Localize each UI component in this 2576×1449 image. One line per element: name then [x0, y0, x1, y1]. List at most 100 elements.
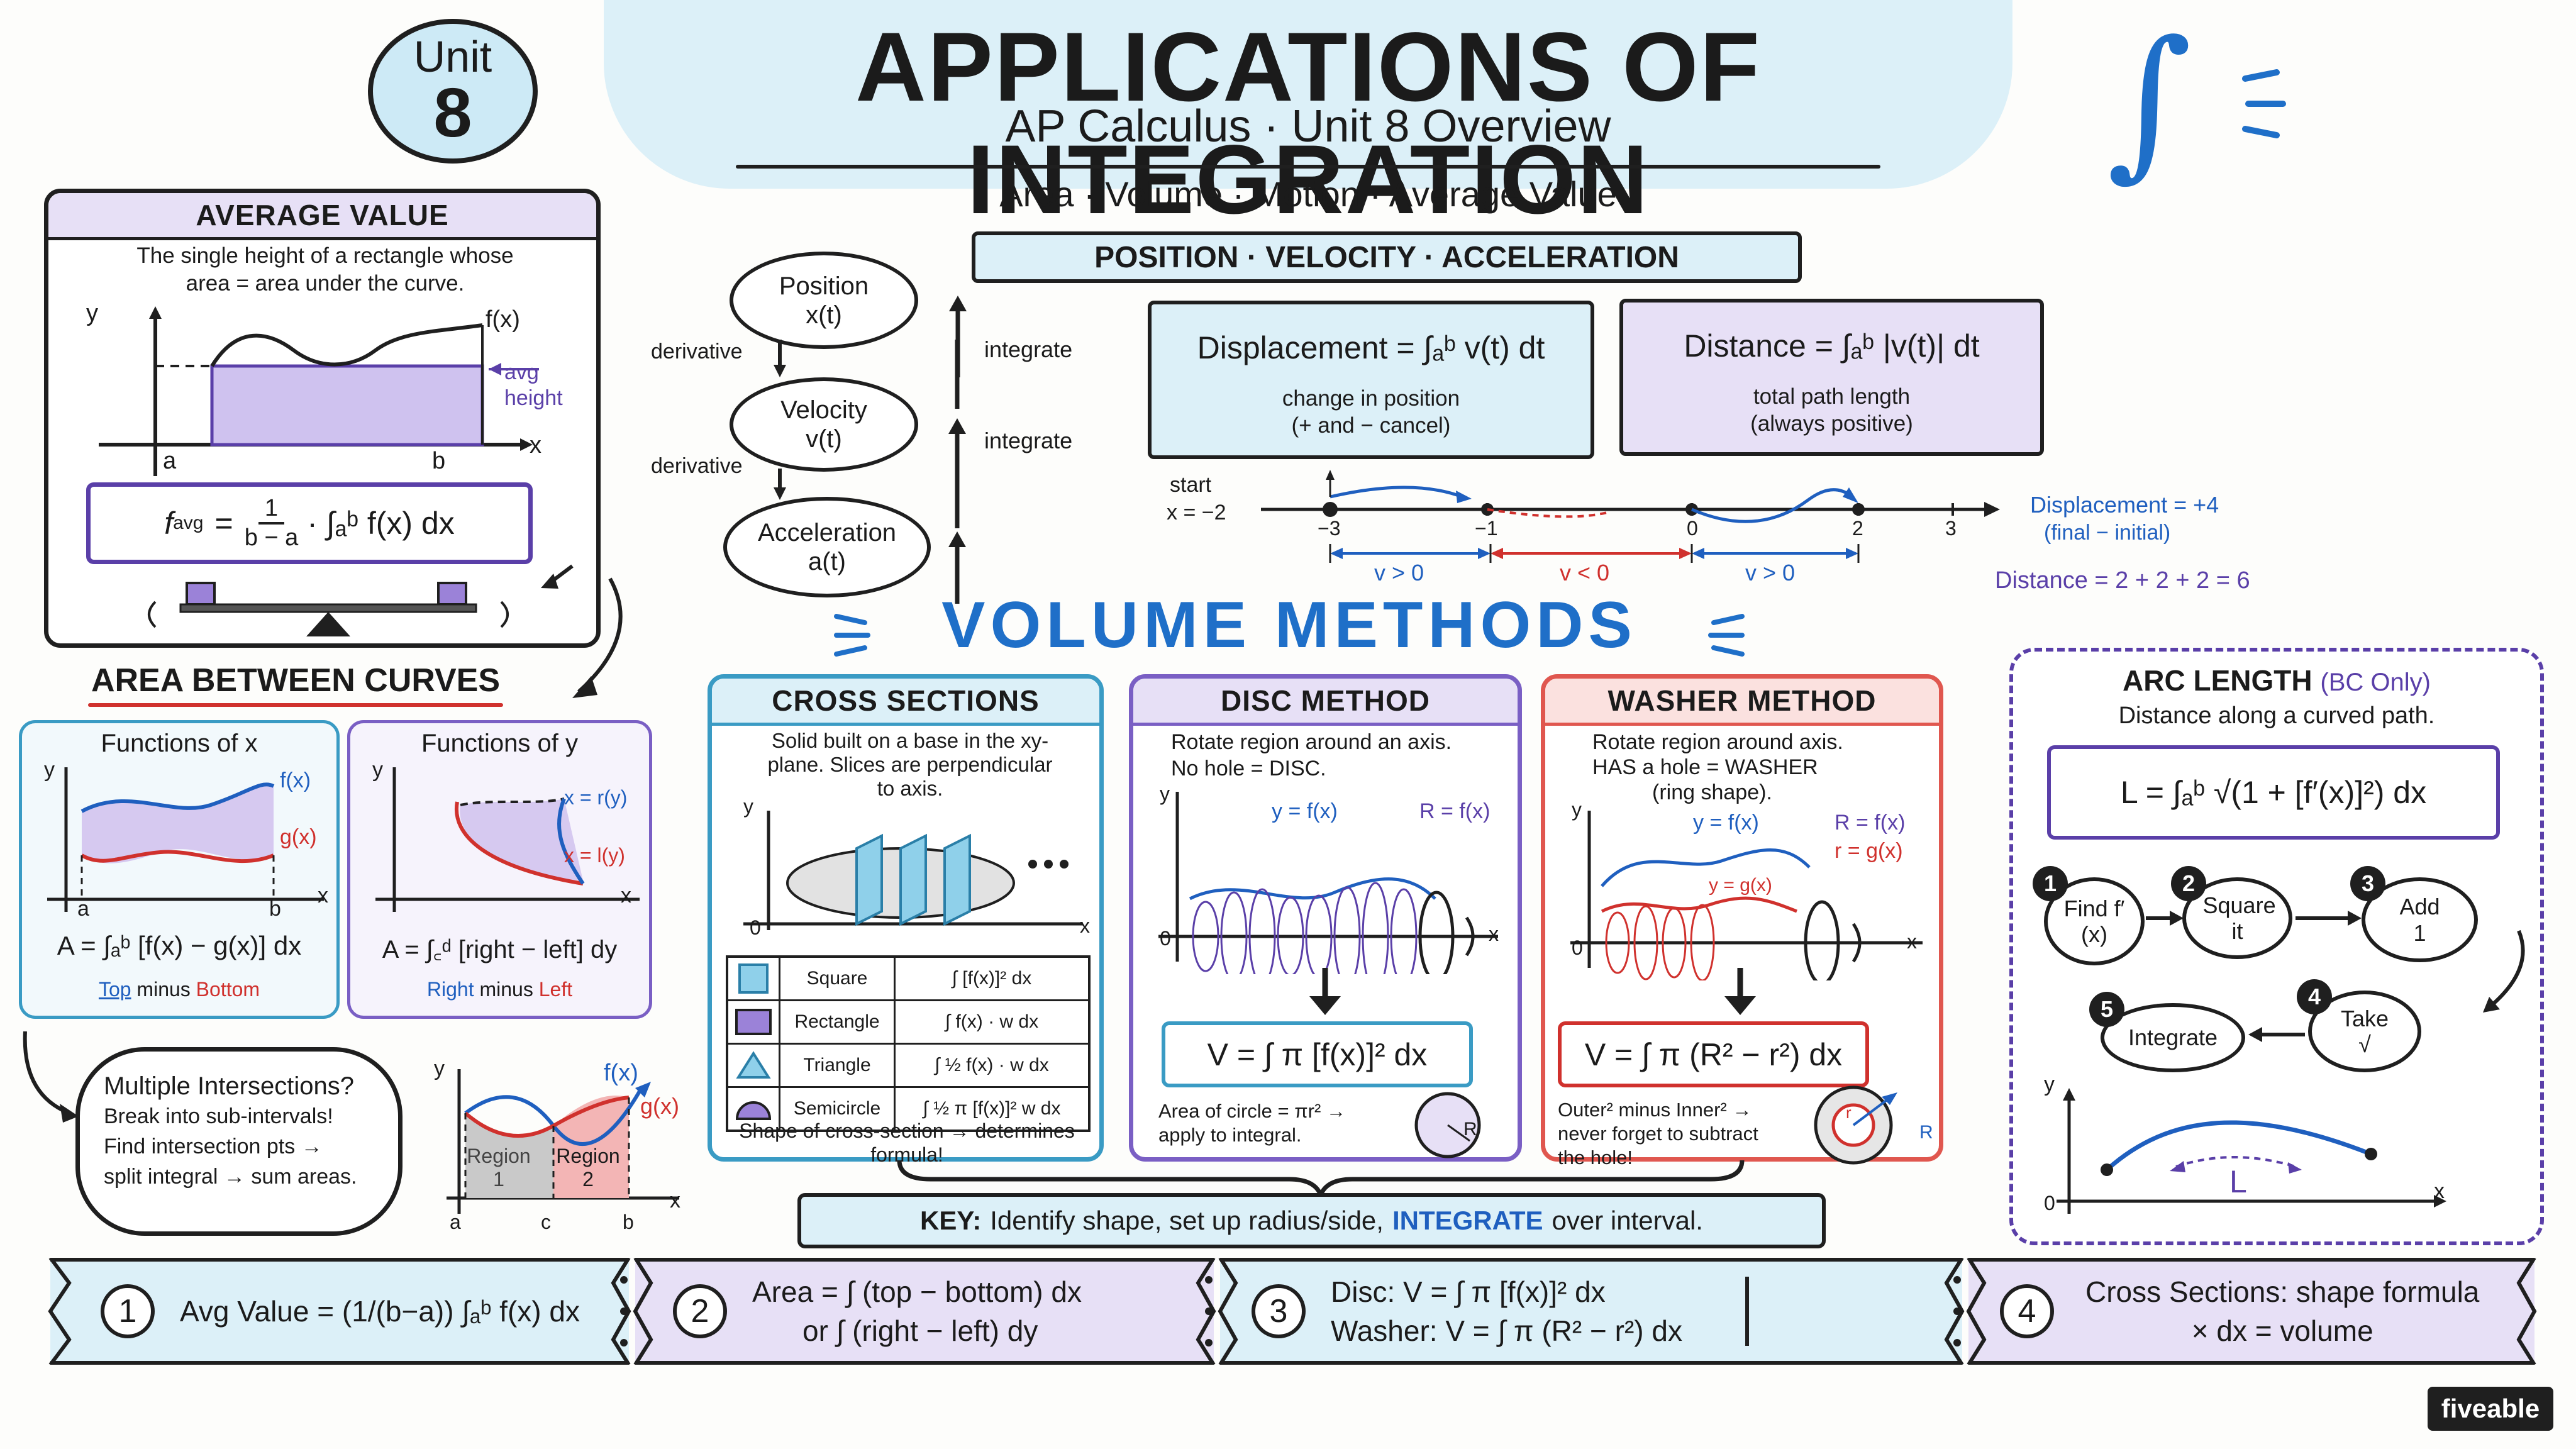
strip-connectors	[48, 1258, 2537, 1365]
curve-arrow-icon	[23, 1031, 79, 1123]
tick-neg1: −1	[1475, 517, 1498, 540]
int-x-label: x	[670, 1189, 680, 1213]
square-icon	[738, 963, 769, 994]
position-fn: x(t)	[806, 301, 842, 329]
avg-height-label: avg height	[504, 360, 563, 410]
flow-arrow	[572, 577, 623, 698]
summary-number: 2	[673, 1284, 727, 1338]
washer-y-axis-label: y	[1572, 798, 1582, 821]
summary-line1: Avg Value = (1/(b−a)) ∫ₐᵇ f(x) dx	[180, 1295, 580, 1328]
washer-ring-r: r	[1846, 1103, 1852, 1122]
summary-number: 1	[101, 1284, 155, 1338]
summary-line1: Cross Sections: shape formula	[2085, 1275, 2480, 1308]
fx-b-label: b	[269, 897, 281, 921]
functions-of-x-title: Functions of x	[101, 730, 258, 757]
arc-L-label: L	[2229, 1164, 2247, 1199]
velocity-label: Velocity	[780, 396, 867, 424]
disc-y-axis-label: y	[1160, 782, 1170, 805]
disc-desc1: Rotate region around an axis.	[1171, 730, 1452, 754]
interval-3: v > 0	[1745, 560, 1796, 586]
fy-note-mid: minus	[479, 978, 533, 1001]
favg-frac-num: 1	[258, 495, 285, 525]
cross-row-rectangle: Rectangle ∫ f(x) · w dx	[728, 1001, 1088, 1045]
fx-x-label: x	[318, 884, 328, 908]
down-arrow-icon	[1309, 968, 1341, 1015]
cross-zero-label: 0	[750, 916, 761, 939]
washer-g-label: y = g(x)	[1709, 875, 1772, 896]
integrate-label-2: integrate	[984, 428, 1073, 453]
page-title: APPLICATIONS OF INTEGRATION	[855, 13, 1761, 235]
tick-neg3: −3	[1318, 517, 1341, 540]
fx-note-top: Top	[98, 978, 131, 1001]
summary-card-2: 2 Area = ∫ (top − bottom) dx or ∫ (right…	[635, 1258, 1214, 1365]
summary-divider	[1745, 1277, 1749, 1346]
fy-formula: A = ∫꜀ᵈ [right − left] dy	[382, 936, 618, 963]
washer-ring-icon	[1814, 1085, 1897, 1165]
summary-line1: Area = ∫ (top − bottom) dx	[752, 1275, 1082, 1308]
intersections-cloud	[75, 1047, 402, 1236]
distance-formula: Distance = ∫ₐᵇ |v(t)| dt	[1684, 328, 1980, 364]
washer-desc3: (ring shape).	[1652, 780, 1772, 804]
cross-row-formula: ∫ ½ π [f(x)]² w dx	[923, 1098, 1061, 1119]
key-prefix: KEY:	[920, 1206, 982, 1235]
disc-method-title: DISC METHOD	[1133, 679, 1518, 726]
key-emph: INTEGRATE	[1392, 1206, 1543, 1235]
displacement-note2: (+ and − cancel)	[1291, 413, 1451, 438]
int-c-label: c	[541, 1211, 551, 1233]
favg-eq: =	[214, 506, 233, 541]
cross-row-formula: ∫ f(x) · w dx	[945, 1011, 1039, 1032]
page-subtitle: AP Calculus · Unit 8 Overview	[1005, 101, 1611, 152]
disc-zero-label: 0	[1160, 927, 1171, 950]
disc-circle-r: R	[1463, 1119, 1477, 1140]
fx-f-label: f(x)	[280, 769, 311, 792]
disc-desc2: No hole = DISC.	[1171, 757, 1326, 780]
summary-card-4: 4 Cross Sections: shape formula × dx = v…	[1968, 1258, 2534, 1365]
distance-note2: (always positive)	[1750, 411, 1913, 436]
step-text: Find f′(x)	[2063, 895, 2125, 947]
arc-title-row: ARC LENGTH (BC Only)	[2009, 663, 2544, 697]
fy-note-right: Right	[426, 978, 474, 1001]
motion-arrows	[774, 340, 966, 604]
displacement-formula: Displacement = ∫ₐᵇ v(t) dt	[1197, 330, 1545, 365]
disc-note2: apply to integral.	[1158, 1124, 1302, 1146]
favg-frac-den: b − a	[244, 525, 299, 551]
functions-of-y-graph	[375, 767, 640, 912]
triangle-icon	[736, 1051, 771, 1079]
washer-note1: Outer² minus Inner² →	[1558, 1099, 1752, 1121]
arc-title: ARC LENGTH	[2123, 664, 2312, 697]
displacement-result-note: (final − initial)	[2044, 521, 2171, 545]
unit-badge-word: Unit	[413, 32, 492, 81]
washer-formula: V = ∫ π (R² − r²) dx	[1558, 1021, 1869, 1087]
cross-sections-graph	[743, 811, 1083, 930]
derivative-label-1: derivative	[651, 340, 743, 364]
fy-x-label: x	[621, 884, 631, 908]
arc-step-1: 1 Find f′(x)	[2033, 866, 2145, 965]
average-value-desc: The single height of a rectangle whose a…	[136, 243, 514, 296]
washer-method-panel: WASHER METHOD Rotate region around axis.…	[1541, 674, 1943, 1169]
arc-desc: Distance along a curved path.	[2118, 702, 2435, 729]
displacement-box: Displacement = ∫ₐᵇ v(t) dt change in pos…	[1148, 301, 1594, 459]
interval-1: v > 0	[1374, 560, 1424, 586]
displacement-note1: change in position	[1282, 386, 1460, 411]
cross-table: Square ∫ [f(x)]² dx Rectangle ∫ f(x) · w…	[726, 955, 1091, 1132]
cross-sections-title: CROSS SECTIONS	[712, 679, 1099, 726]
average-value-graph	[99, 306, 539, 476]
int-f-label: f(x)	[604, 1060, 638, 1086]
tick-3: 3	[1945, 517, 1957, 540]
acceleration-oval: Acceleration a(t)	[723, 497, 931, 597]
washer-zero-label: 0	[1572, 936, 1583, 959]
cross-sections-panel: CROSS SECTIONS Solid built on a base in …	[708, 674, 1104, 1166]
arc-graph	[2057, 1088, 2446, 1214]
washer-note2: never forget to subtract	[1558, 1123, 1758, 1145]
functions-of-y-title: Functions of y	[421, 730, 578, 757]
down-arrow-icon	[1724, 968, 1756, 1015]
integrate-arrow-top	[949, 296, 967, 377]
summary-number: 4	[2000, 1284, 2054, 1338]
distance-box: Distance = ∫ₐᵇ |v(t)| dt total path leng…	[1619, 299, 2044, 456]
interval-2: v < 0	[1560, 560, 1610, 586]
washer-desc2: HAS a hole = WASHER	[1592, 755, 1818, 779]
avg-value-formula: f avg = 1 b − a · ∫ₐᵇ f(x) dx	[86, 482, 533, 564]
cross-x-label: x	[1080, 914, 1090, 937]
washer-R-label: R = f(x)	[1835, 811, 1906, 835]
washer-r-label: r = g(x)	[1835, 839, 1903, 863]
